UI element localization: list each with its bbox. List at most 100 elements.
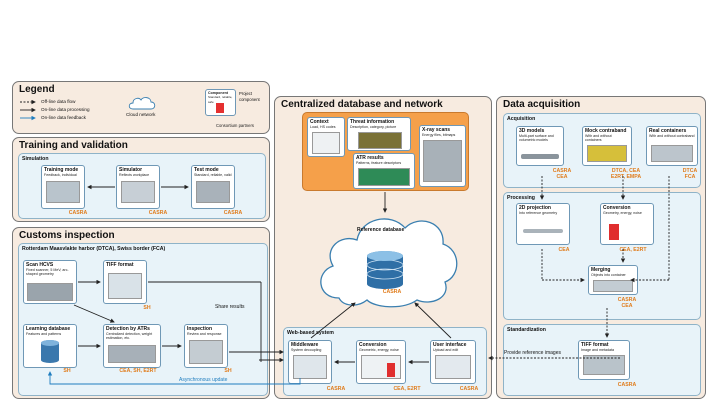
simulation-arrows bbox=[87, 184, 189, 190]
cloud-icon bbox=[128, 97, 156, 110]
training-panel: Training and validation Simulation Train… bbox=[12, 137, 270, 222]
reference-db-partner: CASRA bbox=[382, 289, 402, 295]
middleware-image bbox=[293, 355, 327, 379]
learning-db-card: Learning database Features and patterns bbox=[23, 324, 77, 368]
acquisition-panel: Data acquisition Acquisition 3D models M… bbox=[496, 96, 706, 399]
inspection-image bbox=[189, 340, 223, 364]
network-cloud bbox=[320, 218, 458, 308]
real-image bbox=[651, 145, 693, 162]
training-mode-subtitle: Feedback, individual bbox=[44, 173, 77, 177]
detection-partner: CEA, SH, E2RT bbox=[119, 368, 157, 374]
mock-partner: DTCA, CEA E2RT, EMPA bbox=[610, 168, 642, 180]
xray-image bbox=[423, 140, 462, 182]
scan-hcvs-card: Scan HCVS Fixed scanner, 5 MeV, arc-shap… bbox=[23, 260, 77, 304]
simulator-title: Simulator bbox=[119, 167, 143, 173]
test-mode-title: Test mode bbox=[194, 167, 219, 173]
detection-card: Detection by ATRs Centralized detection,… bbox=[103, 324, 161, 368]
merging-subtitle: Objects into container bbox=[591, 273, 626, 277]
projection-title: 2D projection bbox=[519, 205, 551, 211]
web-arrows bbox=[334, 359, 429, 365]
detection-subtitle: Centralized detection, weight estimation… bbox=[106, 332, 153, 341]
mock-image bbox=[587, 145, 627, 162]
legend-feedback: On-line data feedback bbox=[41, 115, 86, 120]
simulator-subtitle: Reflects workplace bbox=[119, 173, 150, 177]
real-card: Real containers With and without contrab… bbox=[646, 126, 698, 166]
user-interface-title: User interface bbox=[433, 342, 467, 348]
legend-project-component: Project component bbox=[239, 91, 260, 102]
projection-card: 2D projection Into reference geometry bbox=[516, 203, 570, 245]
middleware-partner: CASRA bbox=[326, 386, 346, 392]
simulator-card: Simulator Reflects workplace bbox=[116, 165, 160, 209]
acq-tiff-card: TIFF format Image and metadata bbox=[578, 340, 630, 380]
customs-arrows bbox=[73, 279, 262, 362]
real-title: Real containers bbox=[649, 128, 687, 134]
web-system-group: Web-based system Middleware System decou… bbox=[283, 327, 487, 396]
training-title: Training and validation bbox=[19, 140, 128, 151]
legend-component-title: Component bbox=[208, 91, 228, 95]
models-card: 3D models Multi-part surface and volumet… bbox=[516, 126, 564, 166]
context-subtitle: Load, HS codes bbox=[310, 125, 336, 129]
acq-tiff-subtitle: Image and metadata bbox=[581, 348, 614, 352]
customs-site-label: Rotterdam Maasvlakte harbor (DTCA), Swis… bbox=[22, 246, 166, 252]
scan-hcvs-title: Scan HCVS bbox=[26, 262, 54, 268]
user-interface-card: User interface Upload and edit bbox=[430, 340, 476, 384]
threat-card: Threat information Description, category… bbox=[347, 117, 411, 151]
legend-title: Legend bbox=[19, 84, 55, 95]
middleware-card: Middleware System decoupling bbox=[288, 340, 332, 384]
middleware-subtitle: System decoupling bbox=[291, 348, 322, 352]
customs-tiff-image bbox=[108, 273, 142, 299]
customs-tiff-card: TIFF format bbox=[103, 260, 147, 304]
acq-tiff-image bbox=[583, 355, 625, 375]
legend-panel: Legend Off-line data flow On-line data p… bbox=[12, 81, 270, 134]
models-partner: CASRA CEA bbox=[552, 168, 572, 180]
context-title: Context bbox=[310, 119, 329, 125]
atr-card: ATR results Patterns, feature descriptor… bbox=[353, 153, 415, 189]
acquisition-arrows bbox=[539, 176, 670, 338]
customs-panel: Customs inspection Rotterdam Maasvlakte … bbox=[12, 227, 270, 399]
async-update-label: Asynchronous update bbox=[179, 377, 228, 383]
conversion-title: Conversion bbox=[359, 342, 387, 348]
simulator-image bbox=[121, 181, 155, 203]
models-image bbox=[521, 154, 559, 159]
test-mode-card: Test mode Standard, reliable, valid bbox=[191, 165, 235, 209]
scan-hcvs-image bbox=[27, 283, 73, 301]
inspection-title: Inspection bbox=[187, 326, 213, 332]
legend-component-subtitle: Standard, reliable, safe bbox=[208, 95, 233, 104]
context-image bbox=[312, 132, 340, 154]
learning-db-partner: SH bbox=[63, 368, 71, 374]
test-mode-image bbox=[196, 181, 230, 203]
user-interface-partner: CASRA bbox=[459, 386, 479, 392]
acquisition-label: Acquisition bbox=[507, 116, 536, 122]
simulation-label: Simulation bbox=[22, 156, 49, 162]
xray-title: X-ray scans bbox=[422, 127, 451, 133]
real-partner: DTCA FCA bbox=[682, 168, 698, 180]
user-interface-subtitle: Upload and edit bbox=[433, 348, 459, 352]
models-title: 3D models bbox=[519, 128, 545, 134]
conversion-subtitle: Geometric, energy, noise bbox=[359, 348, 399, 352]
reference-db-label: Reference database bbox=[357, 227, 405, 233]
inspection-subtitle: Review and response bbox=[187, 332, 222, 336]
learning-db-subtitle: Features and patterns bbox=[26, 332, 62, 336]
legend-cloud-label: Cloud network bbox=[126, 112, 156, 117]
xray-subtitle: Energy files, bitmaps bbox=[422, 133, 456, 137]
conversion-card: Conversion Geometric, energy, noise bbox=[356, 340, 406, 384]
detection-image bbox=[108, 345, 156, 363]
projection-image bbox=[523, 229, 563, 233]
processing-label: Processing bbox=[507, 195, 535, 201]
legend-consortium: Consortium partners bbox=[216, 123, 254, 128]
conversion-red-marker bbox=[387, 363, 395, 377]
database-icon bbox=[41, 340, 59, 363]
processing-group: Processing 2D projection Into reference … bbox=[503, 192, 701, 320]
threat-image bbox=[358, 132, 402, 149]
conv-partner: CEA, E2RT bbox=[619, 247, 647, 253]
data-sources-box: Context Load, HS codes Threat informatio… bbox=[302, 112, 469, 191]
threat-subtitle: Description, category, picture bbox=[350, 125, 397, 129]
test-mode-partner: CASRA bbox=[223, 210, 243, 216]
conv-red-marker bbox=[609, 224, 619, 240]
customs-title: Customs inspection bbox=[19, 230, 115, 241]
provide-reference-label: Provide reference images bbox=[504, 350, 561, 356]
mock-title: Mock contraband bbox=[585, 128, 627, 134]
atr-image bbox=[358, 168, 410, 186]
simulation-group: Simulation Training mode Feedback, indiv… bbox=[18, 153, 266, 219]
threat-title: Threat information bbox=[350, 119, 395, 125]
